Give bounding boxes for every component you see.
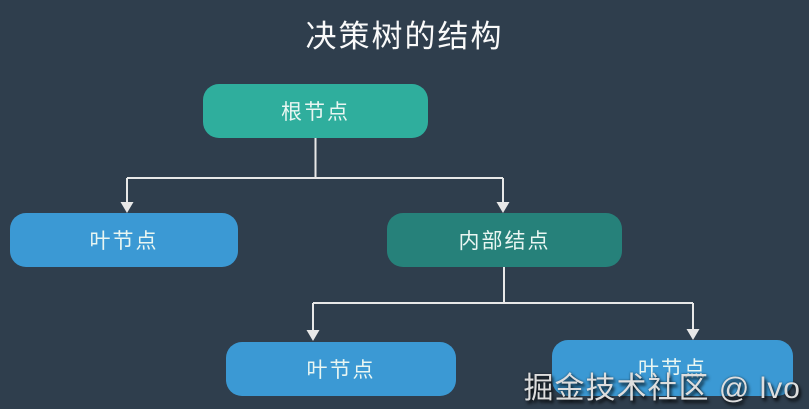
node-internal-label: 内部结点 bbox=[458, 230, 551, 253]
node-leaf-bottom-left-label: 叶节点 bbox=[306, 359, 376, 382]
watermark: 掘金技术社区 @ lvo bbox=[523, 372, 801, 405]
node-leaf-bottom-right: 叶节点 bbox=[552, 340, 793, 396]
node-root: 根节点 bbox=[203, 84, 428, 138]
arrowhead-to-internal bbox=[496, 202, 510, 213]
page-title: 决策树的结构 bbox=[305, 19, 504, 54]
node-leaf-bottom-right-label: 叶节点 bbox=[638, 358, 707, 381]
connector-internal-branch bbox=[312, 267, 694, 330]
connector-root-branch bbox=[126, 138, 504, 202]
node-internal: 内部结点 bbox=[387, 213, 622, 267]
arrowhead-to-leaf-bottom-left bbox=[306, 330, 320, 341]
arrowhead-to-leaf-bottom-right bbox=[686, 329, 700, 340]
arrowhead-to-leaf-left bbox=[120, 202, 134, 213]
node-leaf-bottom-left: 叶节点 bbox=[226, 342, 456, 396]
node-root-label: 根节点 bbox=[281, 101, 350, 124]
node-leaf-left: 叶节点 bbox=[10, 213, 238, 267]
node-leaf-left-label: 叶节点 bbox=[89, 230, 159, 253]
